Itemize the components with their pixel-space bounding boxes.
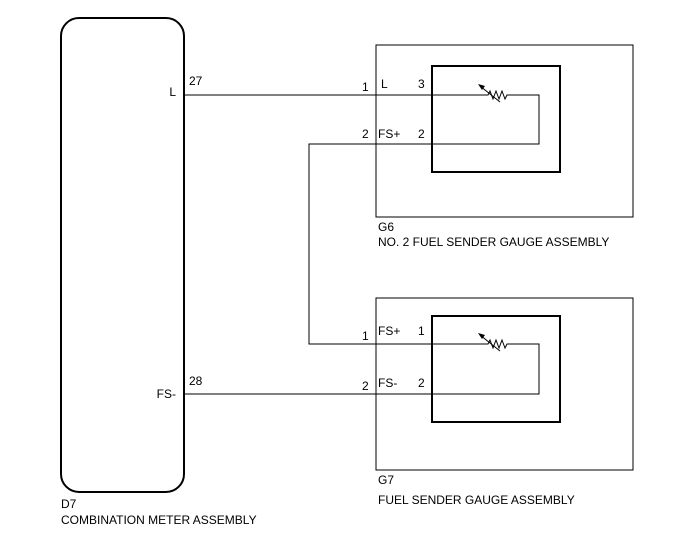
g7-pin-2-inner-number: 2 <box>418 376 425 390</box>
meter-pin-27-number: 27 <box>189 74 203 88</box>
g6-pin-1-inner-number: 3 <box>418 77 425 91</box>
no2-fuel-sender-gauge-assembly: 1 L 3 2 FS+ 2 G6 NO. 2 FUEL SENDER GAUGE… <box>362 44 634 249</box>
fuel-sender-gauge-assembly: 1 FS+ 1 2 FS- 2 G7 FUEL SENDER GAUGE ASS… <box>362 297 634 507</box>
g7-name: FUEL SENDER GAUGE ASSEMBLY <box>378 493 575 507</box>
meter-pin-28-number: 28 <box>189 374 203 388</box>
g7-pin-2-label: FS- <box>378 376 397 390</box>
meter-code: D7 <box>61 497 77 511</box>
g6-pin-1-label: L <box>381 77 388 91</box>
meter-name: COMBINATION METER ASSEMBLY <box>61 513 257 527</box>
wiring <box>184 94 376 395</box>
combination-meter-assembly: L 27 FS- 28 D7 COMBINATION METER ASSEMBL… <box>60 17 257 527</box>
g6-name: NO. 2 FUEL SENDER GAUGE ASSEMBLY <box>378 235 609 249</box>
g7-internal-wire <box>376 343 540 395</box>
g7-pin-1-number: 1 <box>362 329 369 343</box>
g7-pin-2-number: 2 <box>362 379 369 393</box>
wire-fs-plus <box>308 143 376 345</box>
g6-variable-resistor-icon <box>376 84 508 103</box>
g6-pin-2-number: 2 <box>362 127 369 141</box>
g7-variable-resistor-icon <box>376 333 508 352</box>
g6-code: G6 <box>378 220 394 234</box>
g6-frame <box>375 44 634 218</box>
g6-pin-2-inner-number: 2 <box>418 127 425 141</box>
g6-sensor-box <box>431 65 561 173</box>
g7-sensor-box <box>431 315 561 423</box>
g7-frame <box>375 297 634 471</box>
meter-pin-l-label: L <box>169 85 176 99</box>
g7-code: G7 <box>378 473 394 487</box>
g6-pin-1-number: 1 <box>362 80 369 94</box>
g7-pin-1-label: FS+ <box>378 324 400 338</box>
meter-pin-fs-minus-label: FS- <box>157 387 176 401</box>
g7-pin-1-inner-number: 1 <box>418 324 425 338</box>
meter-body <box>60 17 185 493</box>
g6-pin-2-label: FS+ <box>378 127 400 141</box>
g6-internal-wire <box>376 94 540 145</box>
